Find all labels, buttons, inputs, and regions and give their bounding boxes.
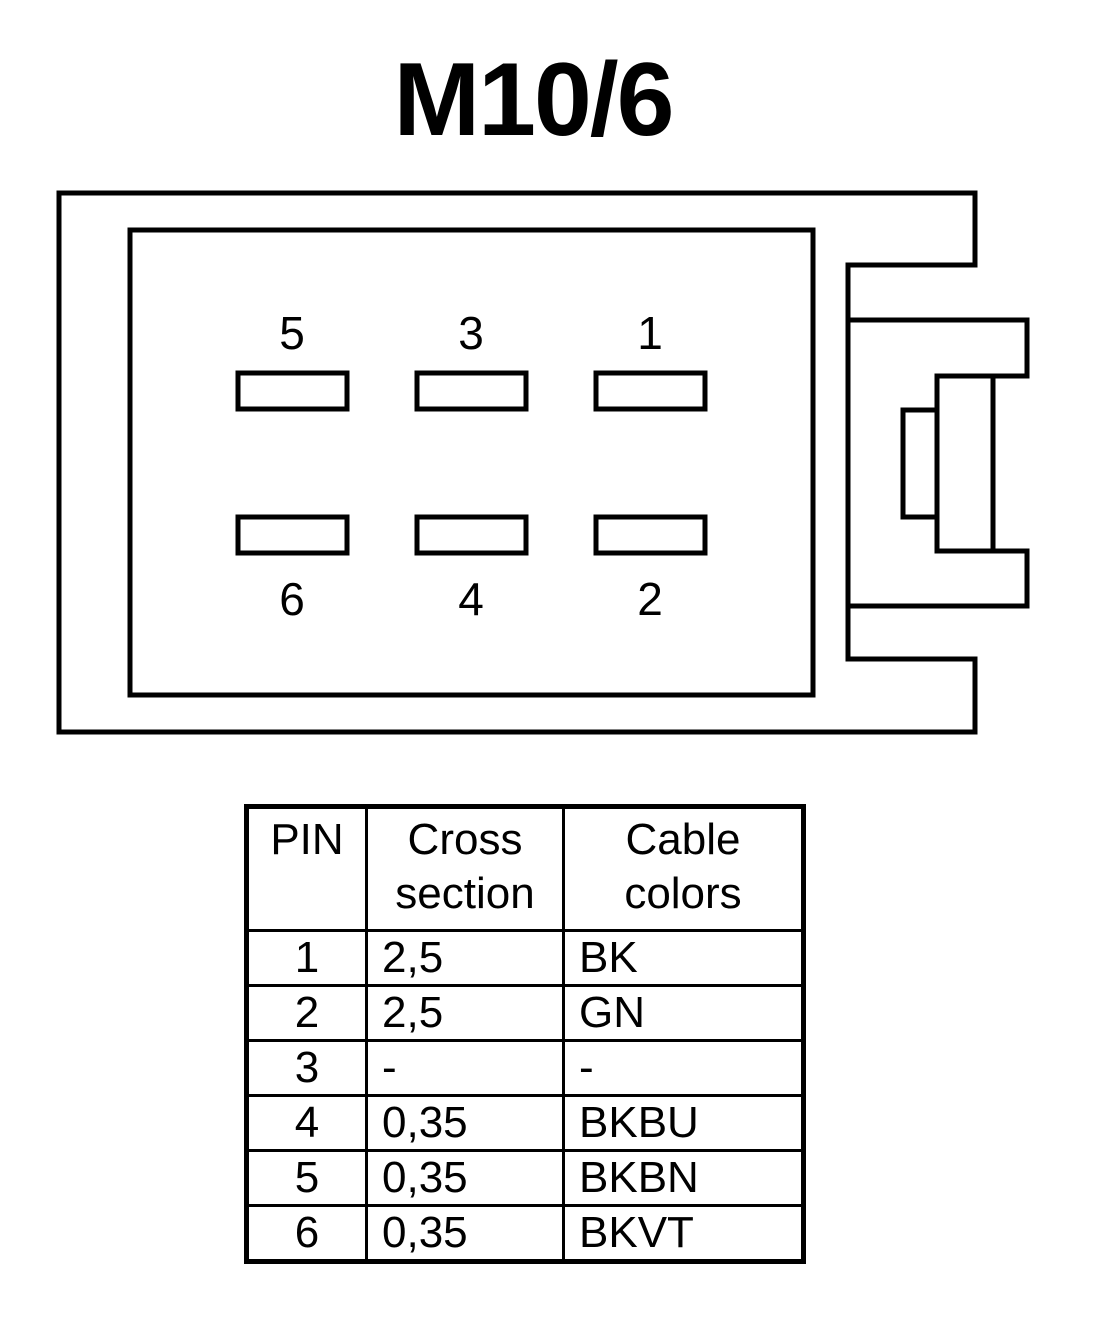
cell-pin: 2 <box>245 984 368 1042</box>
pin-label: 6 <box>279 573 305 625</box>
cell-cross-section: 2,5 <box>365 984 565 1042</box>
cell-pin: 3 <box>245 1039 368 1097</box>
cell-cable-color: BK <box>562 929 805 987</box>
cell-cable-color: BKBN <box>562 1149 805 1207</box>
cell-cable-color: - <box>562 1039 805 1097</box>
cell-cross-section: 2,5 <box>365 929 565 987</box>
cell-cable-color: BKVT <box>562 1204 805 1263</box>
cell-cross-section: - <box>365 1039 565 1097</box>
table-row: 1 2,5 BK <box>245 929 805 987</box>
cell-pin: 1 <box>245 929 368 987</box>
table-row: 3 - - <box>245 1039 805 1097</box>
cell-cross-section: 0,35 <box>365 1094 565 1152</box>
connector-drawing: 5 3 1 6 4 2 <box>56 190 1030 735</box>
pin-slot-5 <box>235 370 350 412</box>
cell-cross-section: 0,35 <box>365 1149 565 1207</box>
connector-title: M10/6 <box>393 42 674 158</box>
cell-cable-color: GN <box>562 984 805 1042</box>
latch-tab <box>900 407 940 520</box>
pin-slot-6 <box>235 514 350 556</box>
pin-label: 4 <box>458 573 484 625</box>
cell-cable-color: BKBU <box>562 1094 805 1152</box>
pin-slot-1 <box>593 370 708 412</box>
cell-pin: 6 <box>245 1204 368 1263</box>
cell-pin: 5 <box>245 1149 368 1207</box>
table-row: 6 0,35 BKVT <box>245 1204 805 1263</box>
cell-cross-section: 0,35 <box>365 1204 565 1263</box>
pin-label: 5 <box>279 307 305 359</box>
contact-frame <box>127 227 816 698</box>
pin-label: 1 <box>637 307 663 359</box>
table-row: 4 0,35 BKBU <box>245 1094 805 1152</box>
cell-pin: 4 <box>245 1094 368 1152</box>
table-row: 2 2,5 GN <box>245 984 805 1042</box>
latch-bar <box>934 373 996 554</box>
connector-housing <box>56 190 978 735</box>
header-pin: PIN <box>245 805 368 932</box>
pin-label: 3 <box>458 307 484 359</box>
table-row: 5 0,35 BKBN <box>245 1149 805 1207</box>
pin-slot-2 <box>593 514 708 556</box>
pin-slot-4 <box>414 514 529 556</box>
pin-label: 2 <box>637 573 663 625</box>
pin-slot-3 <box>414 370 529 412</box>
